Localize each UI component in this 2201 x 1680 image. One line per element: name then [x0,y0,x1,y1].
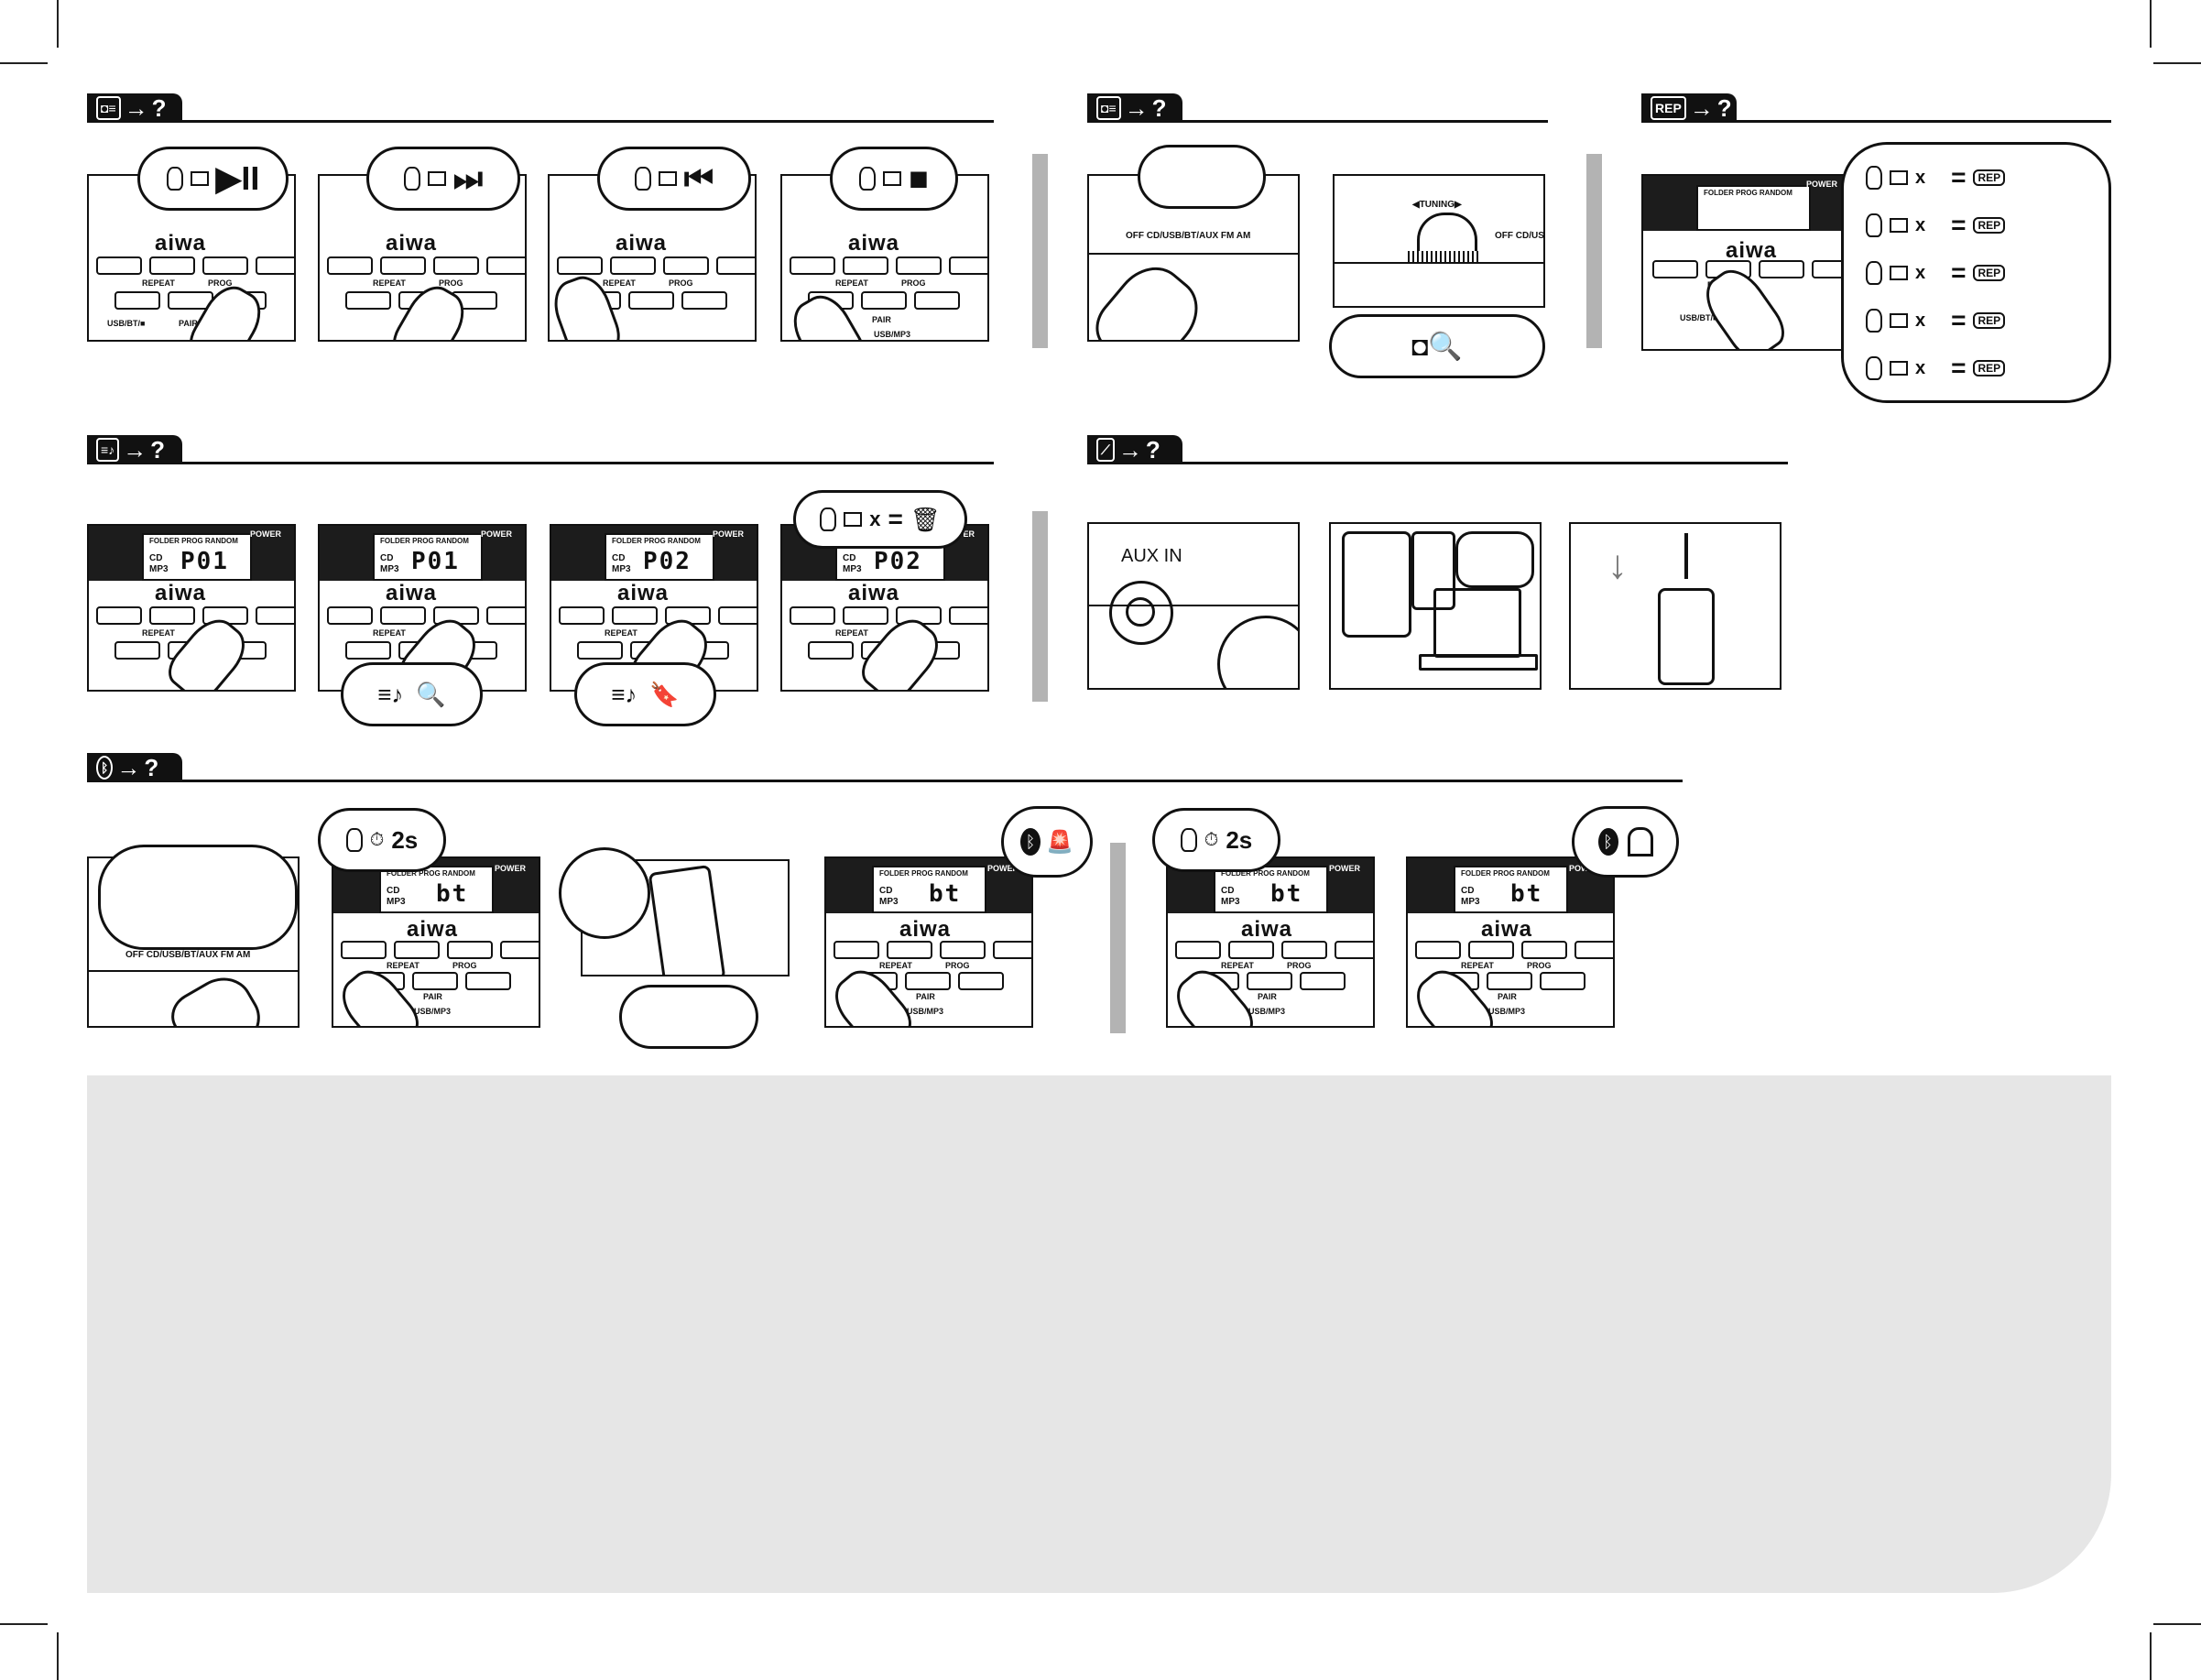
plug-in-phone-panel: ↓ [1569,522,1782,690]
radio-search-icon: ◘🔍 [1411,331,1463,362]
hand-press-icon [1866,213,1882,237]
crop-mark [0,1623,48,1625]
crop-mark [2150,1632,2152,1680]
crop-mark [2153,62,2201,64]
bubble-previous: ⏮ [597,147,751,211]
bt-flashing-bubble: ᛒ 🚨 [1001,806,1093,878]
section-header-radio: ◘≡ →? [1087,93,1548,123]
section-header-aux: ⟋ →? [1087,435,1788,464]
playlist-bookmark-pill: ≡♪ 🔖 [574,662,716,726]
bt-connected-bubble: ᛒ [1572,806,1679,878]
blank-notes-area [87,1075,2111,1593]
section-header-program: ≡♪ →? [87,435,994,464]
lcd-display: bt [1270,880,1303,908]
hand-press-icon [1180,828,1197,852]
section-header-repeat: REP →? [1641,93,2111,123]
repeat-step-row: x=REP [1844,202,2108,249]
repeat-device-panel: FOLDER PROG RANDOM POWER aiwa REPEAT USB… [1641,174,1861,351]
bluetooth-icon: ᛒ [1597,828,1618,856]
hand-press-icon [345,828,363,852]
separator [1586,154,1602,348]
aux-in-panel: AUX IN [1087,522,1300,690]
crop-mark [57,0,59,48]
timer-icon: ⏱ [1204,829,1219,850]
section-header-bluetooth: ᛒ →? [87,753,1683,782]
hand-press-icon [1866,261,1882,285]
cable-plug-icon: ⟋ [1096,438,1115,462]
hold-2s-bubble: ⏱2s [1152,808,1280,872]
search-icon: 🔍 [416,680,446,708]
repeat-icon: REP [1973,169,2006,186]
lcd-display: P01 [180,548,229,575]
bubble-next: ⏭ [366,147,520,211]
beacon-flashing-icon: 🚨 [1046,829,1073,855]
lcd-display: P02 [643,548,692,575]
beacon-steady-icon [1627,827,1653,856]
bluetooth-icon: ᛒ [1020,828,1041,856]
timer-icon: ⏱ [369,829,385,850]
radio-icon: ◘≡ [96,96,121,120]
separator [1032,154,1048,348]
hand-press-icon [1866,309,1882,333]
playlist-music-icon: ≡♪ [377,680,404,708]
empty-bubble [98,845,298,950]
radio-icon: ◘≡ [1096,96,1121,120]
hand-press-icon [1866,166,1882,190]
program-panel: FOLDER PROG RANDOMCDMP3P02POWERaiwaREPEA… [780,524,989,692]
trash-icon: 🗑 [910,505,941,533]
empty-pill [619,985,758,1049]
crop-mark [57,1632,59,1680]
repeat-icon: REP [1973,360,2006,376]
lcd-display: P02 [874,548,922,575]
playlist-music-icon: ≡♪ [96,438,120,462]
empty-bubble [559,847,650,939]
radio-search-pill: ◘🔍 [1329,314,1545,378]
crop-mark [2150,0,2152,48]
repeat-icon: REP [1973,312,2006,329]
separator [1110,843,1126,1033]
tuning-panel: ◀TUNING▶ OFF CD/USB/ [1333,174,1545,308]
hand-press-icon [1866,356,1882,380]
separator [1032,511,1048,702]
lcd-display: P01 [411,548,460,575]
bt-device-panel: FOLDER PROG RANDOMCDMP3btPOWERaiwaREPEAT… [1406,856,1615,1028]
playback-panel-4: aiwa REPEAT PROG USB/BT/■ PAIR USB/MP3 [780,174,989,342]
repeat-step-row: x=REP [1844,297,2108,344]
lcd-display: bt [1510,880,1543,908]
bubble-play-pause: ▶II [137,147,289,211]
repeat-step-row: x=REP [1844,344,2108,392]
lcd-display: bt [929,880,962,908]
delete-program-bubble: x = 🗑 [793,490,967,549]
devices-panel [1329,522,1542,690]
crop-mark [2153,1623,2201,1625]
empty-bubble [1138,145,1266,209]
bubble-stop: ■ [830,147,958,211]
lcd-display: bt [436,880,469,908]
repeat-icon: REP [1973,265,2006,281]
playlist-search-pill: ≡♪ 🔍 [341,662,483,726]
repeat-step-row: x=REP [1844,249,2108,297]
bookmark-icon: 🔖 [649,680,680,708]
repeat-step-row: x=REP [1844,154,2108,202]
repeat-icon: REP [1973,217,2006,234]
crop-mark [0,62,48,64]
section-header-playback: ◘≡ →? [87,93,994,123]
repeat-icon: REP [1651,96,1686,120]
playlist-music-icon: ≡♪ [611,680,637,708]
bluetooth-icon: ᛒ [96,756,114,780]
hold-2s-bubble: ⏱2s [318,808,446,872]
